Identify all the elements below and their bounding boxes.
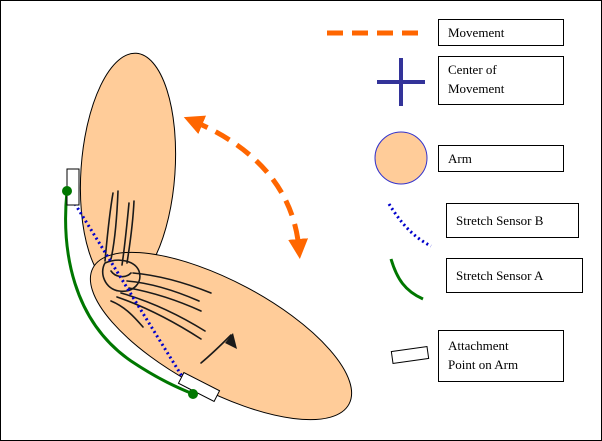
sensor-node-lower <box>188 389 198 399</box>
legend-label-arm: Arm <box>438 145 564 172</box>
center-of-movement-legend-icon <box>377 58 425 106</box>
legend-text-movement: Movement <box>448 25 505 40</box>
legend-label-stretch-sensor-b: Stretch Sensor B <box>446 203 579 238</box>
legend-label-center-of-movement: Center of Movement <box>438 56 564 105</box>
stretch-sensor-b-legend-icon <box>387 203 432 248</box>
legend-text-attachment-point-1: Attachment <box>448 338 509 353</box>
stretch-sensor-a-line <box>64 190 194 396</box>
legend-text-attachment-point-2: Point on Arm <box>448 357 519 372</box>
legend-text-center-of-movement-1: Center of <box>448 62 497 77</box>
legend-text-center-of-movement-2: Movement <box>448 81 505 96</box>
movement-arrow <box>183 115 309 259</box>
stretch-sensor-a-legend-icon <box>389 258 424 301</box>
skeleton-motion-arrow <box>225 333 237 349</box>
legend-text-arm: Arm <box>448 151 472 166</box>
sensor-node-upper <box>62 186 72 196</box>
attachment-point-legend-icon <box>390 345 430 365</box>
arm-legend-icon <box>374 131 428 185</box>
legend-label-attachment-point: Attachment Point on Arm <box>438 330 564 382</box>
legend-text-stretch-sensor-b: Stretch Sensor B <box>456 213 544 228</box>
elbow-bones-sketch <box>101 190 232 364</box>
legend-label-movement: Movement <box>438 19 564 46</box>
legend-label-stretch-sensor-a: Stretch Sensor A <box>446 258 583 293</box>
legend-text-stretch-sensor-a: Stretch Sensor A <box>456 268 544 283</box>
